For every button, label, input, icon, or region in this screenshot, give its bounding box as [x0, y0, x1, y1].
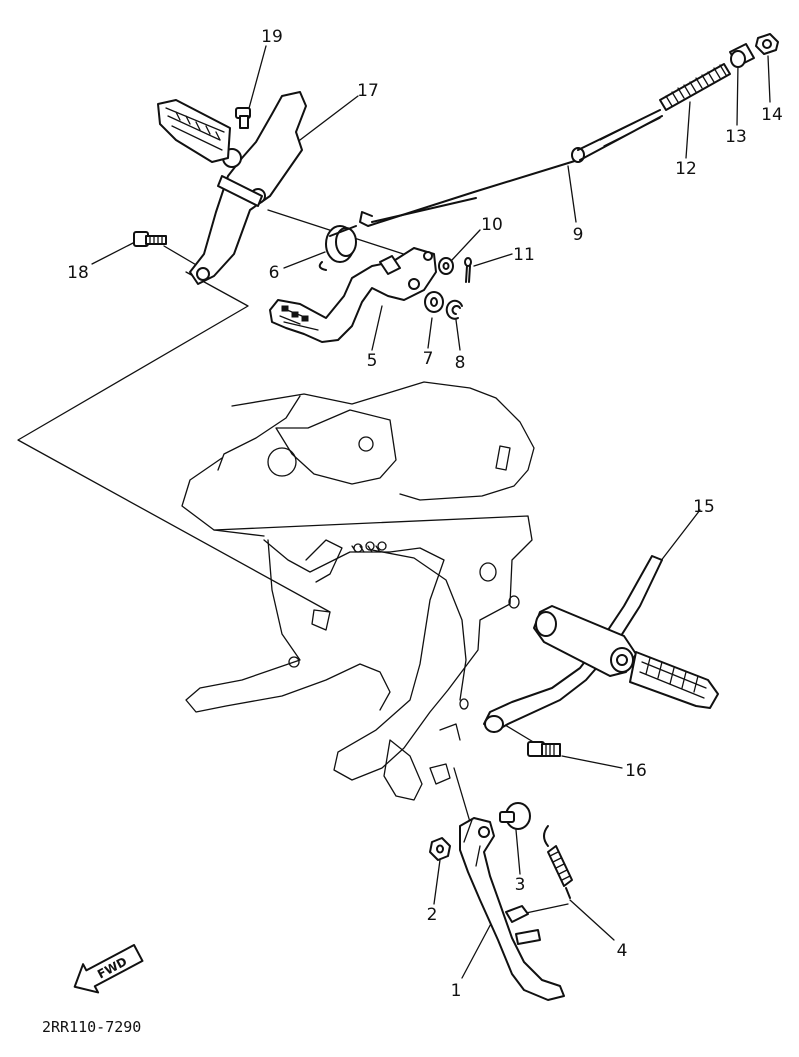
part-8-clip	[445, 299, 463, 320]
part-label-4: 4	[617, 941, 628, 961]
part-1-sidestand	[459, 817, 565, 1001]
part-label-16: 16	[625, 761, 647, 781]
part-9-brake-rod	[359, 109, 663, 227]
part-2-nut	[429, 837, 451, 861]
part-17-rear-footrest-bracket	[157, 91, 307, 285]
part-6-bushing	[318, 225, 357, 271]
part-label-19: 19	[261, 27, 283, 47]
part-label-6: 6	[269, 263, 280, 283]
part-12-adjuster-rod	[599, 63, 731, 147]
part-15-footrest-bracket	[483, 555, 719, 733]
part-label-2: 2	[427, 905, 438, 925]
part-label-7: 7	[423, 349, 434, 369]
motorcycle-frame-outline	[181, 381, 535, 801]
part-label-18: 18	[67, 263, 89, 283]
part-14-nut	[755, 33, 779, 55]
part-label-15: 15	[693, 497, 715, 517]
part-label-9: 9	[573, 225, 584, 245]
part-label-10: 10	[481, 215, 503, 235]
part-label-14: 14	[761, 105, 783, 125]
part-19-bolt	[235, 107, 251, 129]
part-10-nut	[438, 257, 454, 275]
part-label-12: 12	[675, 159, 697, 179]
part-label-17: 17	[357, 81, 379, 101]
part-4-spring	[543, 825, 573, 899]
part-label-5: 5	[367, 351, 378, 371]
part-label-13: 13	[725, 127, 747, 147]
part-label-1: 1	[451, 981, 462, 1001]
part-16-bolt	[527, 741, 561, 757]
part-5-brake-pedal	[269, 247, 437, 343]
catalog-code: 2RR110-7290	[42, 1018, 141, 1036]
part-7-washer	[424, 291, 444, 313]
part-18-bolt	[133, 231, 167, 247]
leader-lines	[17, 45, 771, 979]
part-label-11: 11	[513, 245, 535, 265]
fwd-arrow-icon: FWD	[73, 944, 144, 994]
part-11-cotter-pin	[464, 257, 472, 283]
part-number-labels: 1 2 3 4 5 6 7 8 9 10 11 12 13 14 15 16 1…	[67, 27, 783, 1001]
part-label-3: 3	[515, 875, 526, 895]
part-label-8: 8	[455, 353, 466, 373]
part-13-joint	[729, 43, 755, 68]
part-3-pivot-bolt	[499, 802, 531, 830]
